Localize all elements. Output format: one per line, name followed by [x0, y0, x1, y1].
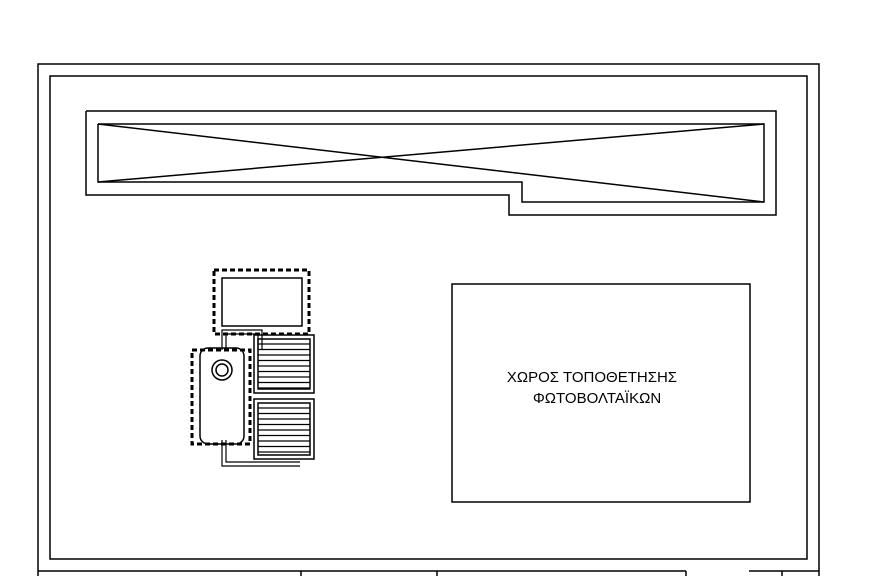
void-cross-line	[97, 123, 765, 183]
bottom-openings	[38, 570, 819, 576]
solar-collector-panel	[253, 334, 315, 394]
void-cross-line	[97, 123, 765, 203]
inner-wall-outline	[49, 75, 808, 560]
collector-stripes	[258, 343, 310, 453]
roof-void	[85, 110, 777, 216]
tank-outlet-icon	[211, 359, 233, 381]
pv-area-box	[451, 283, 751, 503]
pv-area-label-line1: ΧΩΡΟΣ ΤΟΠΟΘΕΤΗΣΗΣ	[507, 369, 677, 386]
solar-collector-panel	[253, 398, 315, 460]
pv-area-label-line2: ΦΩΤΟΒΟΛΤΑΪΚΩΝ	[533, 390, 661, 407]
outer-wall-outline	[37, 63, 820, 576]
solar-water-heater	[190, 268, 315, 467]
